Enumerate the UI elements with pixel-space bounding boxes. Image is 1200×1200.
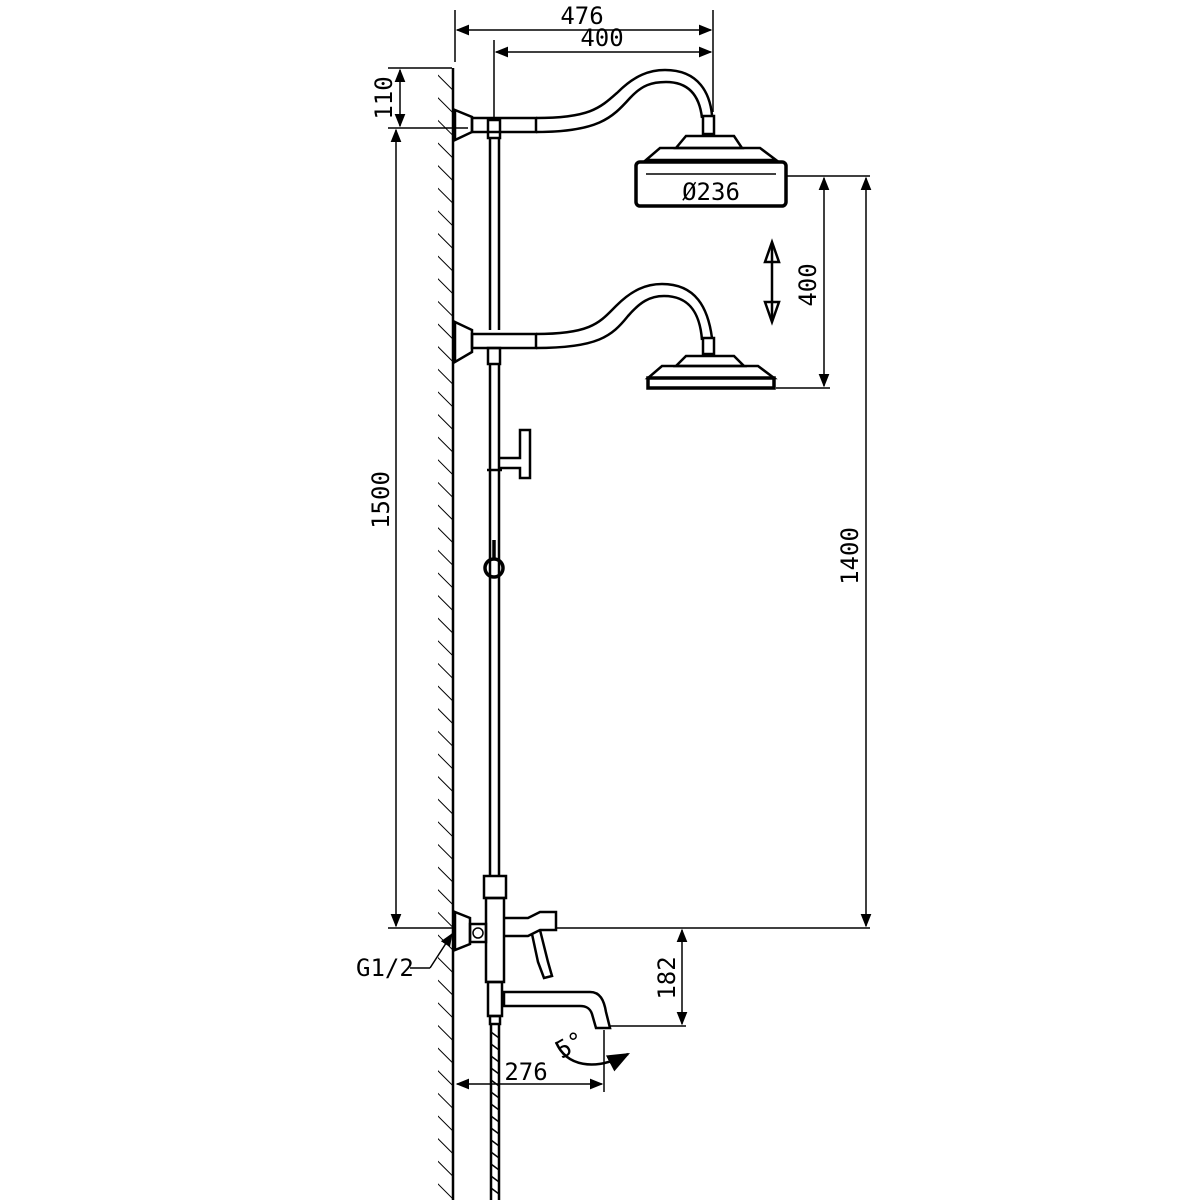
dim-spout-projection-label: 276 [504, 1058, 547, 1086]
dim-head-to-spout: 1400 [556, 176, 872, 929]
inlet-thread-callout: G1/2 [356, 932, 453, 982]
bath-spout [502, 990, 612, 1030]
lower-wall-bracket [453, 320, 474, 365]
mixer-lever [530, 929, 554, 980]
height-adjust-arrow-up [763, 238, 781, 264]
dim-spout-drop: 182 [610, 928, 688, 1027]
upper-arm-collar [470, 116, 538, 134]
dim-total-reach-label: 476 [560, 2, 603, 30]
dim-arm-offset: 110 [370, 67, 468, 129]
lower-head-top [644, 364, 778, 380]
upper-shower-head [634, 160, 788, 208]
dim-arm-reach: 400 [493, 24, 713, 118]
dim-head-diameter-label: Ø236 [682, 178, 740, 206]
mixer-body [484, 896, 506, 984]
dim-adjust-travel: 400 [776, 175, 870, 389]
spout-swivel-label: 5° [550, 1026, 589, 1065]
inlet-thread-leader [429, 932, 453, 969]
mixer-lever-base [504, 910, 558, 938]
shower-hose [489, 1024, 501, 1200]
riser-mid-joint [486, 346, 502, 366]
dim-riser-height: 1500 [367, 128, 452, 929]
riser-pipe [483, 118, 532, 875]
bath-mixer [453, 874, 612, 1200]
inlet-wall-plate [453, 910, 472, 952]
upper-arm-outer [535, 68, 714, 120]
wall-hatching [438, 68, 452, 1200]
lower-arm-outer [535, 282, 714, 339]
mixer-top-nut [482, 874, 508, 900]
dim-head-to-spout-label: 1400 [836, 527, 864, 585]
height-adjust-arrow-down [763, 300, 781, 326]
dim-total-reach: 476 [454, 2, 714, 112]
upper-wall-bracket [453, 108, 474, 142]
spout-swivel-arc [554, 1041, 630, 1072]
lower-head-cap [672, 354, 748, 368]
dim-riser-height-label: 1500 [367, 471, 395, 529]
wall [438, 68, 455, 1200]
dim-spout-drop-label: 182 [653, 956, 681, 999]
lower-shower-head [646, 376, 776, 390]
spout-swivel-indicator: 5° [550, 1026, 630, 1072]
lower-arm-collar [470, 332, 538, 350]
dim-arm-offset-label: 110 [370, 76, 398, 119]
handset-holder [499, 428, 532, 480]
inlet-thread-label: G1/2 [356, 954, 414, 982]
inlet-elbow-screw [472, 927, 484, 939]
lower-arm-inner [535, 294, 704, 350]
riser-slider-knob [483, 557, 505, 579]
dim-arm-reach-label: 400 [580, 24, 623, 52]
hose-connector [488, 1014, 502, 1026]
lower-shower-arm [453, 282, 778, 390]
upper-head-cap [673, 134, 745, 150]
lower-head-swivel [701, 336, 716, 356]
height-adjust-arrow [763, 238, 781, 326]
upper-head-swivel [701, 114, 716, 136]
mixer-bottom-body [486, 980, 504, 1018]
riser-top-joint [486, 118, 502, 140]
dim-adjust-travel-label: 400 [794, 263, 822, 306]
dim-spout-projection: 276 [455, 1030, 605, 1092]
upper-shower-arm [453, 68, 788, 208]
upper-arm-inner [535, 80, 704, 134]
upper-head-top [642, 146, 780, 162]
inlet-elbow [468, 922, 488, 944]
